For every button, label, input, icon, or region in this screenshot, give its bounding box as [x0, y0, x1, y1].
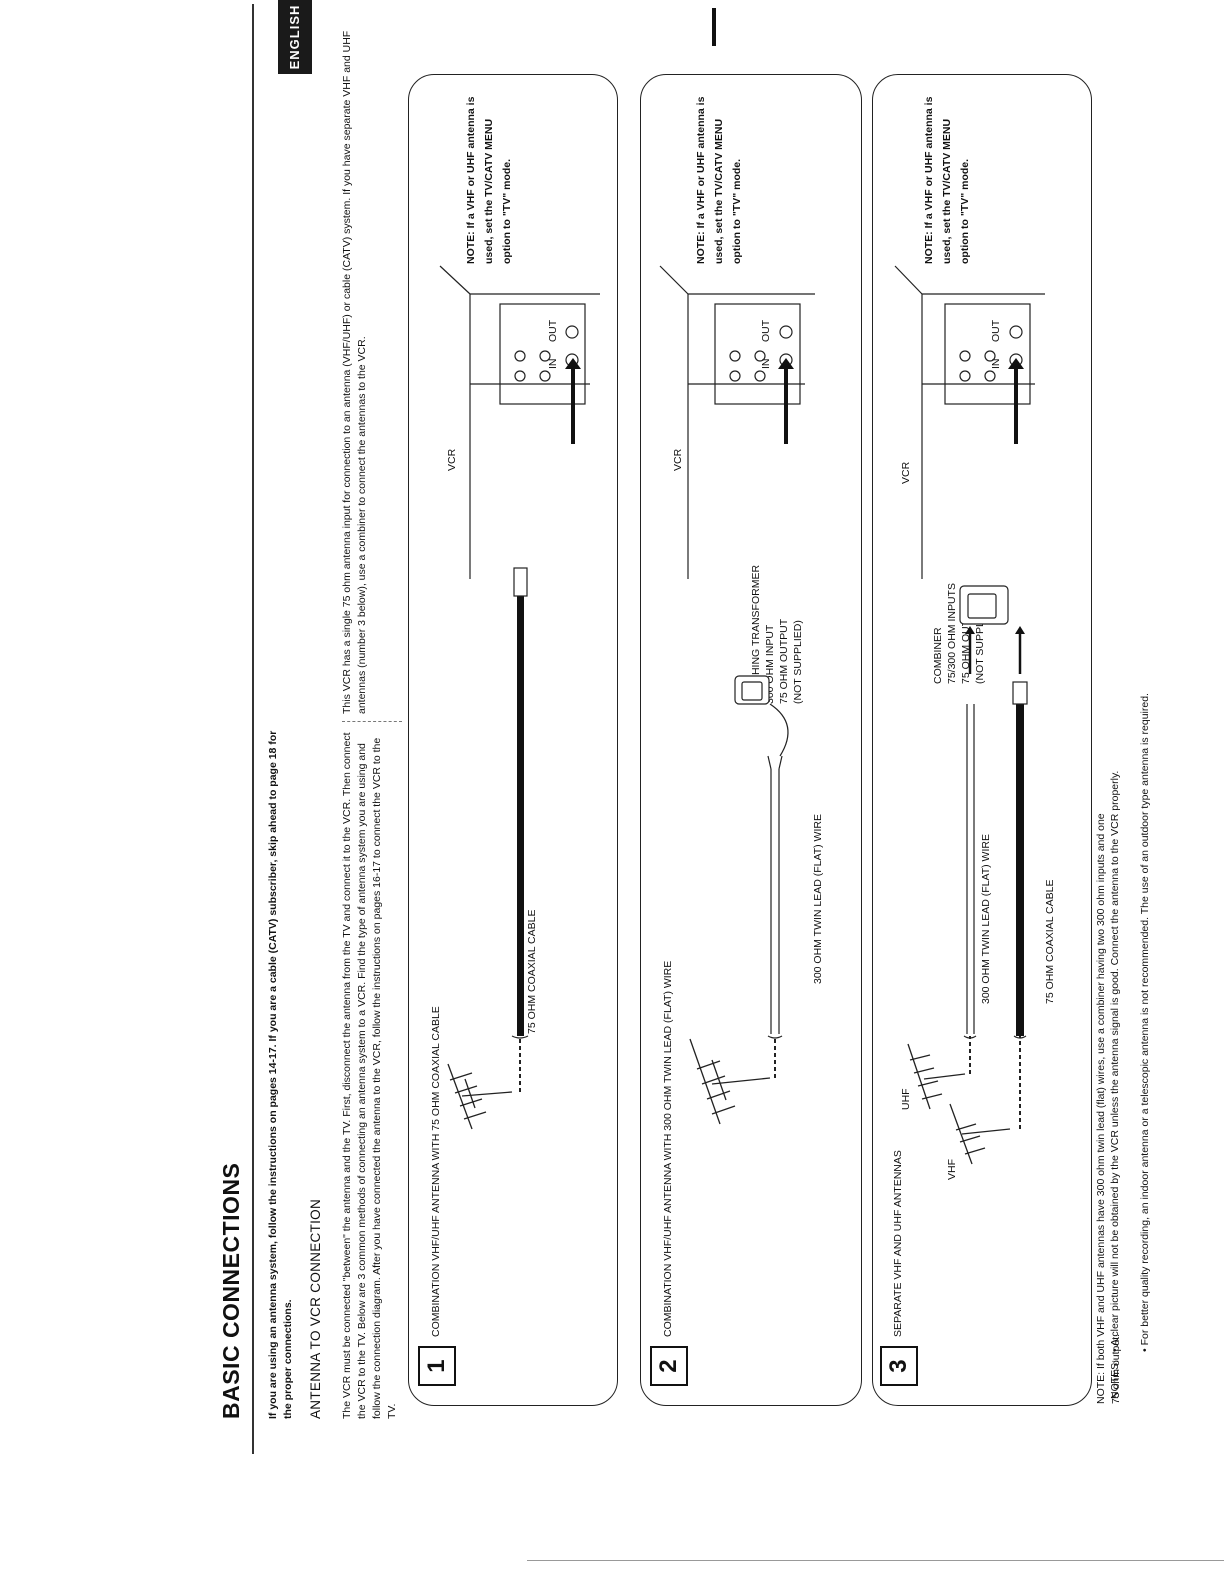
panel-1-vcr-body: [439, 265, 600, 579]
panel-3-uhf-antenna-icon: [907, 1043, 966, 1110]
panel-3-twin-lead-wire: [963, 704, 977, 1039]
panel-3-combiner-icon: [959, 585, 1025, 674]
panel-2-vcr-body: [659, 265, 815, 579]
panel-3-vcr-body: [894, 265, 1045, 579]
panel-1-coax-cable: [511, 567, 529, 1039]
panel-3-vhf-antenna-icon: [949, 1103, 1011, 1165]
panel-1-arrow-icon: [565, 358, 581, 444]
panel-2-arrow-icon: [778, 358, 794, 444]
panel-3-coax-cable: [1012, 681, 1028, 1039]
panel-3-arrow-icon: [1008, 358, 1024, 444]
panel-2-antenna-icon: [689, 1038, 771, 1125]
panel-2-transformer-icon: [734, 675, 789, 757]
panel-1-antenna-icon: [447, 1063, 513, 1130]
panel-2-twin-lead-wire: [767, 755, 783, 1039]
bottom-rule: [527, 1560, 1224, 1561]
page-edge-marker: [712, 8, 716, 46]
